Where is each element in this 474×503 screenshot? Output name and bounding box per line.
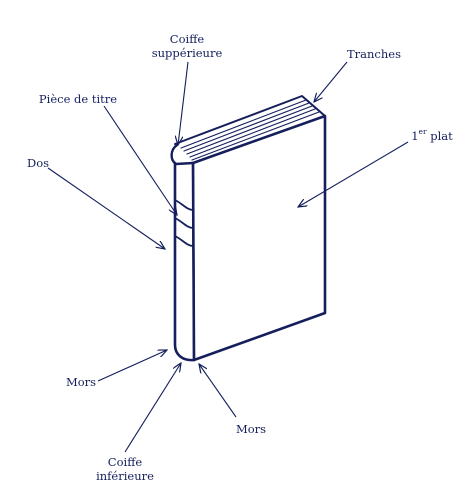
label-mors-left: Mors [65, 375, 97, 389]
page-edge-lines [180, 99, 320, 161]
title-piece-band-lower [174, 235, 194, 247]
label-coiffe-sup-line1: Coiffe [169, 32, 205, 46]
arrow-mors-left [97, 350, 167, 382]
label-premier-plat: 1er plat [408, 127, 456, 143]
page-edges [174, 95, 326, 145]
arrow-piece-titre [103, 105, 177, 215]
arrow-premier-plat [298, 141, 409, 207]
label-coiffe-inf-line1: Coiffe [107, 455, 143, 469]
spine-side [173, 161, 196, 362]
label-coiffe-inferieure: Coiffe inférieure [90, 455, 160, 483]
title-piece-band-bottom [174, 217, 194, 229]
label-coiffe-inf-line2: inférieure [96, 469, 154, 483]
label-piece-de-titre: Pièce de titre [38, 92, 118, 106]
spine-inner-edge [191, 161, 196, 362]
label-mors-right: Mors [235, 422, 267, 436]
arrow-mors-right [199, 364, 237, 418]
label-dos: Dos [27, 156, 50, 170]
label-coiffe-superieure: Coiffe suppérieure [150, 32, 224, 60]
label-premier-plat-sup: er [418, 127, 427, 137]
label-premier-plat-word: plat [430, 129, 453, 143]
title-piece-band-top [174, 199, 194, 211]
leader-arrows [47, 61, 409, 453]
label-premier-plat-number: 1 [411, 129, 419, 143]
label-tranches: Tranches [347, 47, 401, 61]
arrow-coiffe-inf [124, 363, 181, 453]
label-coiffe-sup-line2: suppérieure [151, 46, 223, 60]
arrow-coiffe-sup [178, 61, 189, 145]
arrow-tranches [314, 61, 348, 102]
arrow-dos [47, 167, 165, 249]
